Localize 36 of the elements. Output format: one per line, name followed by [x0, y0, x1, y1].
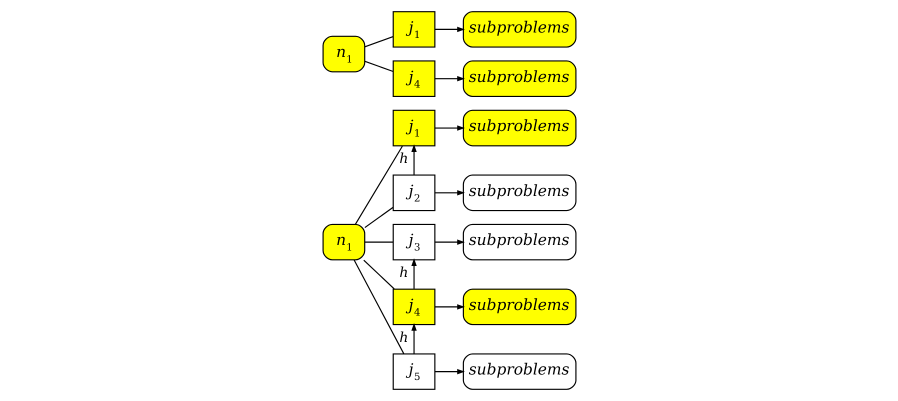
- connector: [364, 206, 394, 228]
- edge-label: h: [398, 265, 408, 282]
- arrow: [434, 76, 464, 82]
- edge-label: h: [398, 151, 408, 168]
- node-box: j$_{1}$: [392, 110, 435, 146]
- node-box: subproblems: [462, 174, 576, 212]
- connector: [364, 60, 393, 72]
- arrow: [434, 26, 464, 32]
- arrow: [434, 125, 464, 131]
- connector: [364, 36, 393, 48]
- node-box: j$_{3}$: [392, 224, 435, 260]
- connector: [354, 146, 402, 225]
- arrow: [434, 239, 464, 245]
- arrow: [434, 304, 464, 310]
- node-box: subproblems: [462, 353, 576, 390]
- edge-label: h: [398, 330, 408, 346]
- node-box: j$_{1}$: [392, 11, 435, 48]
- node-box: subproblems: [462, 110, 576, 146]
- node-box: subproblems: [462, 11, 576, 48]
- node-box: n$_{1}$: [322, 224, 365, 260]
- node-box: j$_{5}$: [392, 353, 435, 390]
- arrow: [410, 144, 416, 175]
- node-box: subproblems: [462, 288, 576, 326]
- node-box: j$_{2}$: [392, 174, 435, 212]
- connector: [362, 260, 394, 290]
- connector: [353, 260, 404, 354]
- arrow: [434, 368, 464, 374]
- node-box: subproblems: [462, 224, 576, 260]
- arrow: [410, 323, 416, 354]
- connector: [364, 242, 393, 243]
- node-box: j$_{4}$: [392, 288, 435, 326]
- node-box: subproblems: [462, 60, 576, 98]
- arrow: [434, 190, 464, 196]
- node-box: j$_{4}$: [392, 60, 435, 98]
- node-box: n$_{1}$: [322, 36, 365, 72]
- arrow: [410, 258, 416, 289]
